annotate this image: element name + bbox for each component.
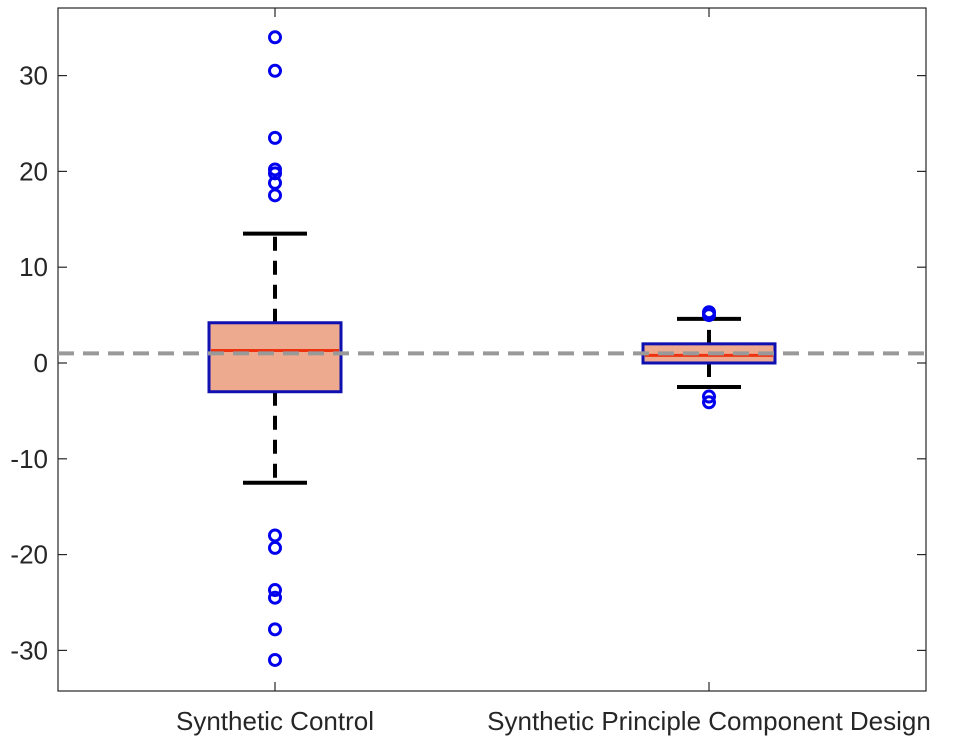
y-tick-label: 20: [19, 156, 48, 186]
x-tick-label: Synthetic Principle Component Design: [487, 706, 931, 736]
box-group: [207, 30, 343, 667]
outlier-point: [702, 308, 716, 323]
iqr-box: [207, 321, 343, 394]
y-tick-label: 0: [34, 348, 48, 378]
outlier-point: [268, 622, 282, 637]
y-tick-label: -30: [10, 635, 48, 665]
outlier-point: [268, 188, 282, 203]
outlier-point: [268, 30, 282, 45]
plot-area: [57, 7, 927, 692]
outlier-point: [268, 130, 282, 145]
y-tick-labels: -30 -20 -10 0 10 20 30: [10, 61, 48, 666]
x-tick-labels: Synthetic Control Synthetic Principle Com…: [176, 706, 931, 736]
y-tick-label: 10: [19, 252, 48, 282]
x-tick-label: Synthetic Control: [176, 706, 374, 736]
outlier-point: [268, 652, 282, 667]
outlier-point: [268, 590, 282, 605]
outlier-point: [702, 389, 716, 404]
outlier-point: [268, 540, 282, 555]
y-tick-label: -10: [10, 444, 48, 474]
axis-ticks: [58, 8, 926, 691]
y-tick-label: 30: [19, 61, 48, 91]
outlier-point: [268, 583, 282, 598]
outlier-point: [268, 63, 282, 78]
y-tick-label: -20: [10, 540, 48, 570]
outlier-point: [702, 395, 716, 410]
